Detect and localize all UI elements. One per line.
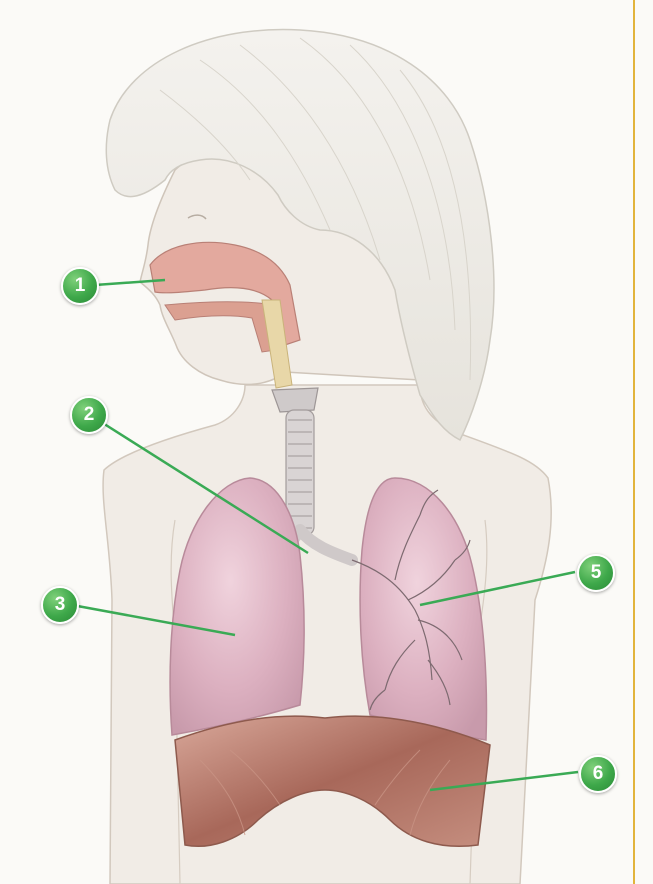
label-badge-2: 2 bbox=[70, 396, 108, 434]
label-number: 1 bbox=[75, 275, 86, 297]
body-silhouette bbox=[103, 385, 551, 884]
label-number: 2 bbox=[84, 404, 95, 426]
label-badge-6: 6 bbox=[579, 755, 617, 793]
label-number: 3 bbox=[55, 594, 66, 616]
label-badge-1: 1 bbox=[61, 267, 99, 305]
label-number: 6 bbox=[593, 763, 604, 785]
label-badge-5: 5 bbox=[577, 554, 615, 592]
label-number: 5 bbox=[591, 562, 602, 584]
label-badge-3: 3 bbox=[41, 586, 79, 624]
larynx bbox=[272, 388, 318, 412]
